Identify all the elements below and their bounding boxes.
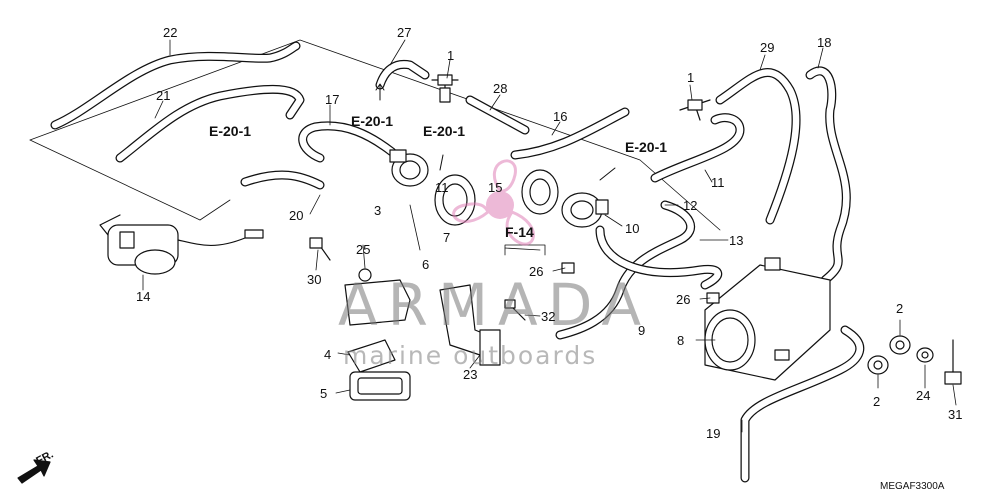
hose-19 [740,325,865,483]
callout-25: 25 [356,242,371,257]
callout-8: 8 [677,333,685,348]
callout-17: 17 [325,92,340,107]
callout-12: 12 [683,198,698,213]
callout-21: 21 [156,88,171,103]
hose-22 [50,41,301,130]
watermark-logo [452,159,535,246]
air-valve-left [389,149,429,187]
callout-16: 16 [553,109,568,124]
callout-11-left: 11 [435,180,449,195]
t-joint-1-left [431,74,459,103]
callout-1-right: 1 [687,70,695,85]
callout-3: 3 [374,203,382,218]
callout-27: 27 [397,25,412,40]
callout-13: 13 [729,233,744,248]
cover-5 [349,371,411,401]
ref-e20-1-left: E-20-1 [209,123,252,139]
drawing-code: MEGAF3300A [880,481,945,492]
canister-8 [704,257,831,381]
callout-6: 6 [422,257,430,272]
bracket-3 [344,268,411,326]
hose-18 [805,66,851,285]
callout-15: 15 [488,180,503,195]
hose-11 [650,113,745,183]
bracket-23 [439,284,501,366]
callout-9: 9 [638,323,646,338]
callout-24: 24 [916,388,931,403]
callout-19: 19 [706,426,721,441]
callout-2-lower: 2 [873,394,881,409]
hose-17 [298,121,397,163]
callout-20: 20 [289,208,304,223]
callout-14: 14 [136,289,151,304]
callout-30: 30 [307,272,322,287]
hose-21 [115,84,305,163]
callout-29: 29 [760,40,775,55]
t-joint-1-right [679,99,711,121]
callout-26-right: 26 [676,292,691,307]
watermark-subtitle: marine outboards [343,341,598,370]
callout-10: 10 [625,221,640,236]
bolt-31 [944,339,962,385]
ref-e20-1-right: E-20-1 [625,139,668,155]
gasket-7 [434,174,476,226]
leaders [142,39,957,433]
purge-valve-14 [99,214,264,275]
ref-e20-1-mid: E-20-1 [423,123,466,139]
callout-2-upper: 2 [896,301,904,316]
callout-28: 28 [493,81,508,96]
hose-28 [465,95,530,135]
hose-20 [240,170,325,190]
fr-arrow [17,459,51,484]
hose-13 [555,200,696,340]
bolt-32 [504,299,526,321]
callout-5: 5 [320,386,328,401]
bolt-30 [309,237,331,261]
ref-arrows [375,83,616,181]
callout-4: 4 [324,347,332,362]
callout-11-right: 11 [711,175,725,190]
ref-f14: F-14 [505,224,534,240]
callout-26-left: 26 [529,264,544,279]
air-valve-10 [561,192,609,228]
grommet-2-upper [889,335,911,355]
hose-9 [595,225,722,290]
callout-32: 32 [541,309,556,324]
pad-4 [347,339,396,373]
hose-29 [715,68,801,225]
callout-31: 31 [948,407,963,422]
washer-24 [916,347,934,363]
hose-27 [375,59,430,90]
leader-frame [29,39,721,231]
watermark-title: ARMADA [338,271,652,339]
callout-22: 22 [163,25,178,40]
gasket-15 [521,169,559,215]
callout-1-left: 1 [447,48,455,63]
grommet-2-lower [867,355,889,375]
hose-16 [510,107,630,160]
callout-23: 23 [463,367,478,382]
callout-18: 18 [817,35,832,50]
callout-7: 7 [443,230,451,245]
clip-26-a [561,262,575,274]
ref-e20-1-center: E-20-1 [351,113,394,129]
